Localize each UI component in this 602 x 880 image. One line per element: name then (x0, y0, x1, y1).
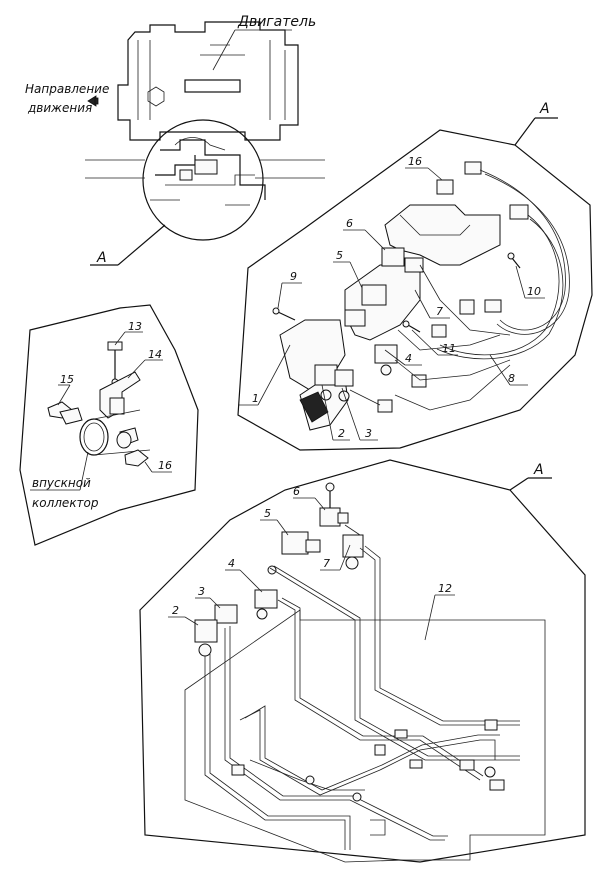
valve-5-lower (281, 531, 309, 555)
manifold-detail-frame (19, 304, 199, 546)
callout-13: 13 (128, 320, 142, 333)
valve-6-lower (319, 507, 341, 527)
detail-a-upper: A (237, 101, 593, 451)
view-a-marker-upper: A (539, 101, 550, 117)
direction-label-line1: Направление (25, 82, 109, 96)
engine-top-view: Двигатель Направление движения A (25, 14, 325, 266)
callout-7-upper: 7 (436, 305, 443, 318)
valve-2 (314, 364, 338, 386)
callout-14: 14 (148, 348, 162, 361)
engine-hex-bolt (147, 86, 165, 107)
callout-6-upper: 6 (346, 217, 353, 230)
valve-4-lower (254, 589, 278, 609)
callout-7-lower: 7 (323, 557, 330, 570)
direction-label-line2: движения (27, 101, 92, 115)
valve-2-lower (194, 619, 218, 643)
callout-8: 8 (508, 372, 515, 385)
valve-7-lower (342, 534, 364, 558)
view-a-marker-lower: A (533, 462, 544, 478)
clip-16-manifold (124, 449, 149, 467)
callout-3-lower: 3 (198, 585, 205, 598)
manifold-caption-line2: коллектор (32, 496, 99, 510)
callout-1: 1 (252, 392, 259, 405)
callout-5-upper: 5 (336, 249, 343, 262)
callout-4-upper: 4 (405, 352, 412, 365)
clip-16-upper (436, 179, 454, 195)
callout-4-lower: 4 (228, 557, 235, 570)
valve-4 (374, 344, 398, 364)
manifold-detail: 13 14 15 16 впускной коллектор (19, 304, 199, 546)
engine-label: Двигатель (237, 14, 316, 30)
callout-9: 9 (290, 270, 297, 283)
manifold-caption-line1: впускной (32, 476, 91, 490)
callout-5-lower: 5 (264, 507, 271, 520)
valve-6 (381, 247, 405, 267)
callout-2-lower: 2 (172, 604, 179, 617)
callout-12: 12 (438, 582, 452, 595)
callout-16-upper: 16 (408, 155, 422, 168)
detail-a-lower: A (139, 459, 586, 863)
valve-5 (361, 284, 387, 306)
detail-a-lower-frame (139, 459, 586, 863)
magnified-detail-circle (142, 119, 264, 241)
callout-11: 11 (442, 342, 456, 355)
valve-3-lower (214, 604, 238, 624)
callout-3-upper: 3 (365, 427, 372, 440)
valve-3 (334, 369, 354, 387)
engine-nameplate (184, 79, 241, 93)
callout-16-manifold: 16 (158, 459, 172, 472)
callout-10: 10 (527, 285, 541, 298)
callout-2-upper: 2 (338, 427, 345, 440)
detail-a-upper-frame (237, 129, 593, 451)
callout-6-lower: 6 (293, 485, 300, 498)
callout-15: 15 (60, 373, 74, 386)
view-a-marker-top: A (96, 250, 107, 266)
